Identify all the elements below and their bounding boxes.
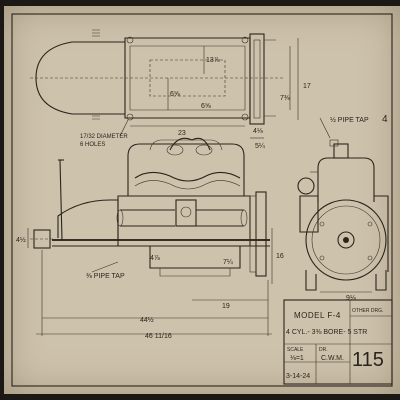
dim-7-1-4: 7¼ bbox=[223, 259, 233, 266]
other-drg-label: OTHER DRG. bbox=[352, 308, 383, 314]
dim-4-7-8: 4⅞ bbox=[150, 255, 160, 262]
dim-4-1-2-left: 4½ bbox=[16, 236, 26, 244]
top-view: 13⅞ 17 7⅜ 6⅝ 6⅝ 23 4⅛ 5¼ 17/32 DIAMETER … bbox=[30, 29, 311, 150]
dim-17: 17 bbox=[303, 83, 311, 90]
side-view-crankcase bbox=[117, 195, 251, 247]
drawing-number: 115 bbox=[352, 349, 384, 371]
dim-5-1-4: 5¼ bbox=[255, 143, 265, 150]
handwritten-mark: 4 bbox=[382, 114, 388, 125]
side-view: 4½ 4⅞ 7¼ 16 19 44½ 46 11/16 ⅜ PIPE TAP bbox=[16, 137, 284, 340]
model-title: MODEL F-4 bbox=[294, 311, 341, 320]
end-view: 9⅛ ½ PIPE TAP 4 bbox=[297, 114, 389, 302]
drawn-label: DR. bbox=[319, 347, 328, 353]
scale-value: ⅛=1 bbox=[290, 355, 304, 362]
sheet-border bbox=[11, 13, 393, 387]
spec-line: 4 CYL.- 3⅜ BORE- 5 STR bbox=[286, 329, 367, 336]
diameter-note-line1: 17/32 DIAMETER bbox=[80, 134, 128, 140]
top-view-plate bbox=[249, 33, 265, 125]
dim-16: 16 bbox=[276, 253, 284, 260]
dim-7-3-8: 7⅜ bbox=[280, 95, 290, 102]
diameter-note-line2: 6 HOLES bbox=[80, 142, 105, 148]
drawing-date: 3-14-24 bbox=[286, 373, 310, 380]
dim-13-7-8: 13⅞ bbox=[206, 57, 220, 64]
dim-23: 23 bbox=[178, 130, 186, 137]
dim-19: 19 bbox=[222, 303, 230, 310]
side-view-head bbox=[127, 143, 245, 197]
drawn-by: C.W.M. bbox=[321, 355, 344, 362]
end-view-flywheel bbox=[305, 199, 387, 281]
blueprint-sheet bbox=[4, 6, 400, 394]
pipe-tap-top: ½ PIPE TAP bbox=[330, 116, 369, 124]
title-block: MODEL F-4 4 CYL.- 3⅜ BORE- 5 STR OTHER D… bbox=[283, 299, 393, 385]
dim-9-1-8: 9⅛ bbox=[346, 295, 356, 302]
dim-4-1-8: 4⅛ bbox=[253, 128, 263, 135]
dim-44-1-2: 44½ bbox=[140, 316, 154, 324]
dim-6-5-8-top: 6⅝ bbox=[170, 91, 180, 98]
pipe-tap-bottom: ⅜ PIPE TAP bbox=[86, 273, 125, 280]
dim-6-5-8-mid: 6⅝ bbox=[201, 103, 211, 110]
dim-46-11-16: 46 11/16 bbox=[145, 333, 172, 340]
scale-label: SCALE bbox=[287, 347, 304, 353]
